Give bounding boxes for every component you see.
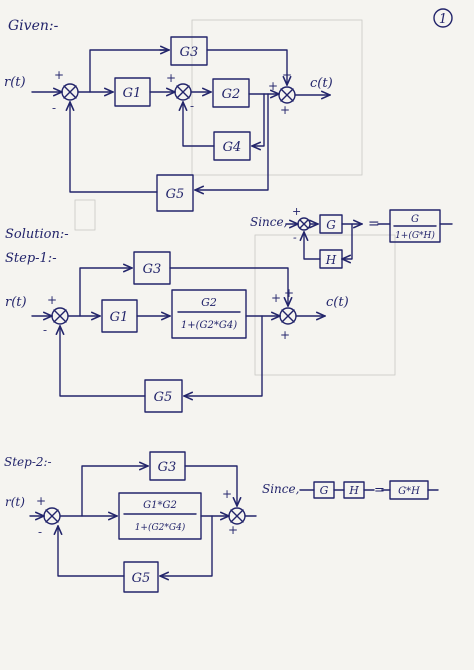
svg-text:c(t): c(t) xyxy=(326,295,349,310)
step1-heading: Step-1:- xyxy=(5,251,57,266)
svg-text:G: G xyxy=(326,218,336,232)
solution-heading: Solution:- xyxy=(5,227,69,242)
svg-text:-: - xyxy=(43,323,47,337)
svg-text:r(t): r(t) xyxy=(5,495,25,509)
block-g3-label: G3 xyxy=(180,45,199,60)
svg-text:+: + xyxy=(280,328,290,342)
svg-text:-: - xyxy=(52,101,56,115)
svg-text:Since,: Since, xyxy=(250,215,287,229)
output-label: c(t) xyxy=(310,76,333,91)
block-g4-label: G4 xyxy=(223,140,242,155)
series-identity: Since, G H = G*H xyxy=(262,480,439,500)
summing-junction-1 xyxy=(61,83,79,101)
svg-text:-: - xyxy=(190,99,194,113)
svg-text:1: 1 xyxy=(439,12,447,27)
svg-text:1+(G*H): 1+(G*H) xyxy=(395,230,435,241)
svg-text:G: G xyxy=(411,214,419,225)
block-g5-label: G5 xyxy=(166,187,185,202)
step1-block-combined xyxy=(171,289,247,339)
svg-text:Since,: Since, xyxy=(262,482,299,496)
svg-text:G5: G5 xyxy=(132,571,151,586)
svg-text:=: = xyxy=(368,216,380,232)
svg-text:G1: G1 xyxy=(110,310,129,325)
svg-text:+: + xyxy=(54,68,64,82)
svg-text:+: + xyxy=(228,523,238,537)
svg-text:-: - xyxy=(293,231,297,244)
block-g3 xyxy=(170,36,208,66)
svg-text:+: + xyxy=(284,286,294,300)
svg-text:+: + xyxy=(271,291,281,305)
paper-show-through xyxy=(74,19,396,376)
given-diagram: r(t) + - G1 + - G2 + + + c(t) xyxy=(4,36,333,212)
svg-text:+: + xyxy=(280,103,290,117)
svg-text:1+(G2*G4): 1+(G2*G4) xyxy=(181,320,237,331)
identity-result-block xyxy=(389,209,441,243)
svg-text:r(t): r(t) xyxy=(5,295,27,310)
svg-text:+: + xyxy=(292,205,301,218)
step2-block-g5 xyxy=(123,561,159,593)
step1-diagram: r(t) + - G1 G2 1+(G2*G4) + + + c(t) G3 G… xyxy=(5,251,349,413)
given-heading: Given:- xyxy=(8,18,59,34)
input-label: r(t) xyxy=(4,75,26,90)
svg-text:=: = xyxy=(374,483,385,498)
svg-text:G: G xyxy=(320,484,329,497)
svg-text:G2: G2 xyxy=(201,296,217,309)
svg-text:H: H xyxy=(348,484,359,497)
svg-text:+: + xyxy=(166,71,176,85)
svg-text:+: + xyxy=(222,487,232,501)
svg-text:G1*G2: G1*G2 xyxy=(143,500,177,511)
block-g5 xyxy=(156,174,194,212)
svg-text:+: + xyxy=(36,494,46,508)
step2-heading: Step-2:- xyxy=(4,455,52,469)
svg-text:G3: G3 xyxy=(158,460,177,475)
block-g2 xyxy=(212,78,250,108)
svg-text:H: H xyxy=(325,253,337,267)
svg-text:G5: G5 xyxy=(154,390,173,405)
feedback-identity: Since, + - G H = G 1+(G*H) xyxy=(250,205,453,269)
summing-junction-3 xyxy=(278,86,296,104)
block-g1-label: G1 xyxy=(123,86,142,101)
svg-text:G*H: G*H xyxy=(398,486,420,497)
svg-text:+: + xyxy=(268,79,278,93)
block-g2-label: G2 xyxy=(222,87,241,102)
step2-diagram: r(t) + - G1*G2 1+(G2*G4) + + G3 G5 xyxy=(5,451,257,593)
page-number: 1 xyxy=(433,8,453,28)
svg-text:1+(G2*G4): 1+(G2*G4) xyxy=(135,522,186,533)
svg-text:+: + xyxy=(47,293,57,307)
summing-junction-2 xyxy=(174,83,192,101)
svg-text:-: - xyxy=(38,525,42,539)
svg-text:G3: G3 xyxy=(143,262,162,277)
